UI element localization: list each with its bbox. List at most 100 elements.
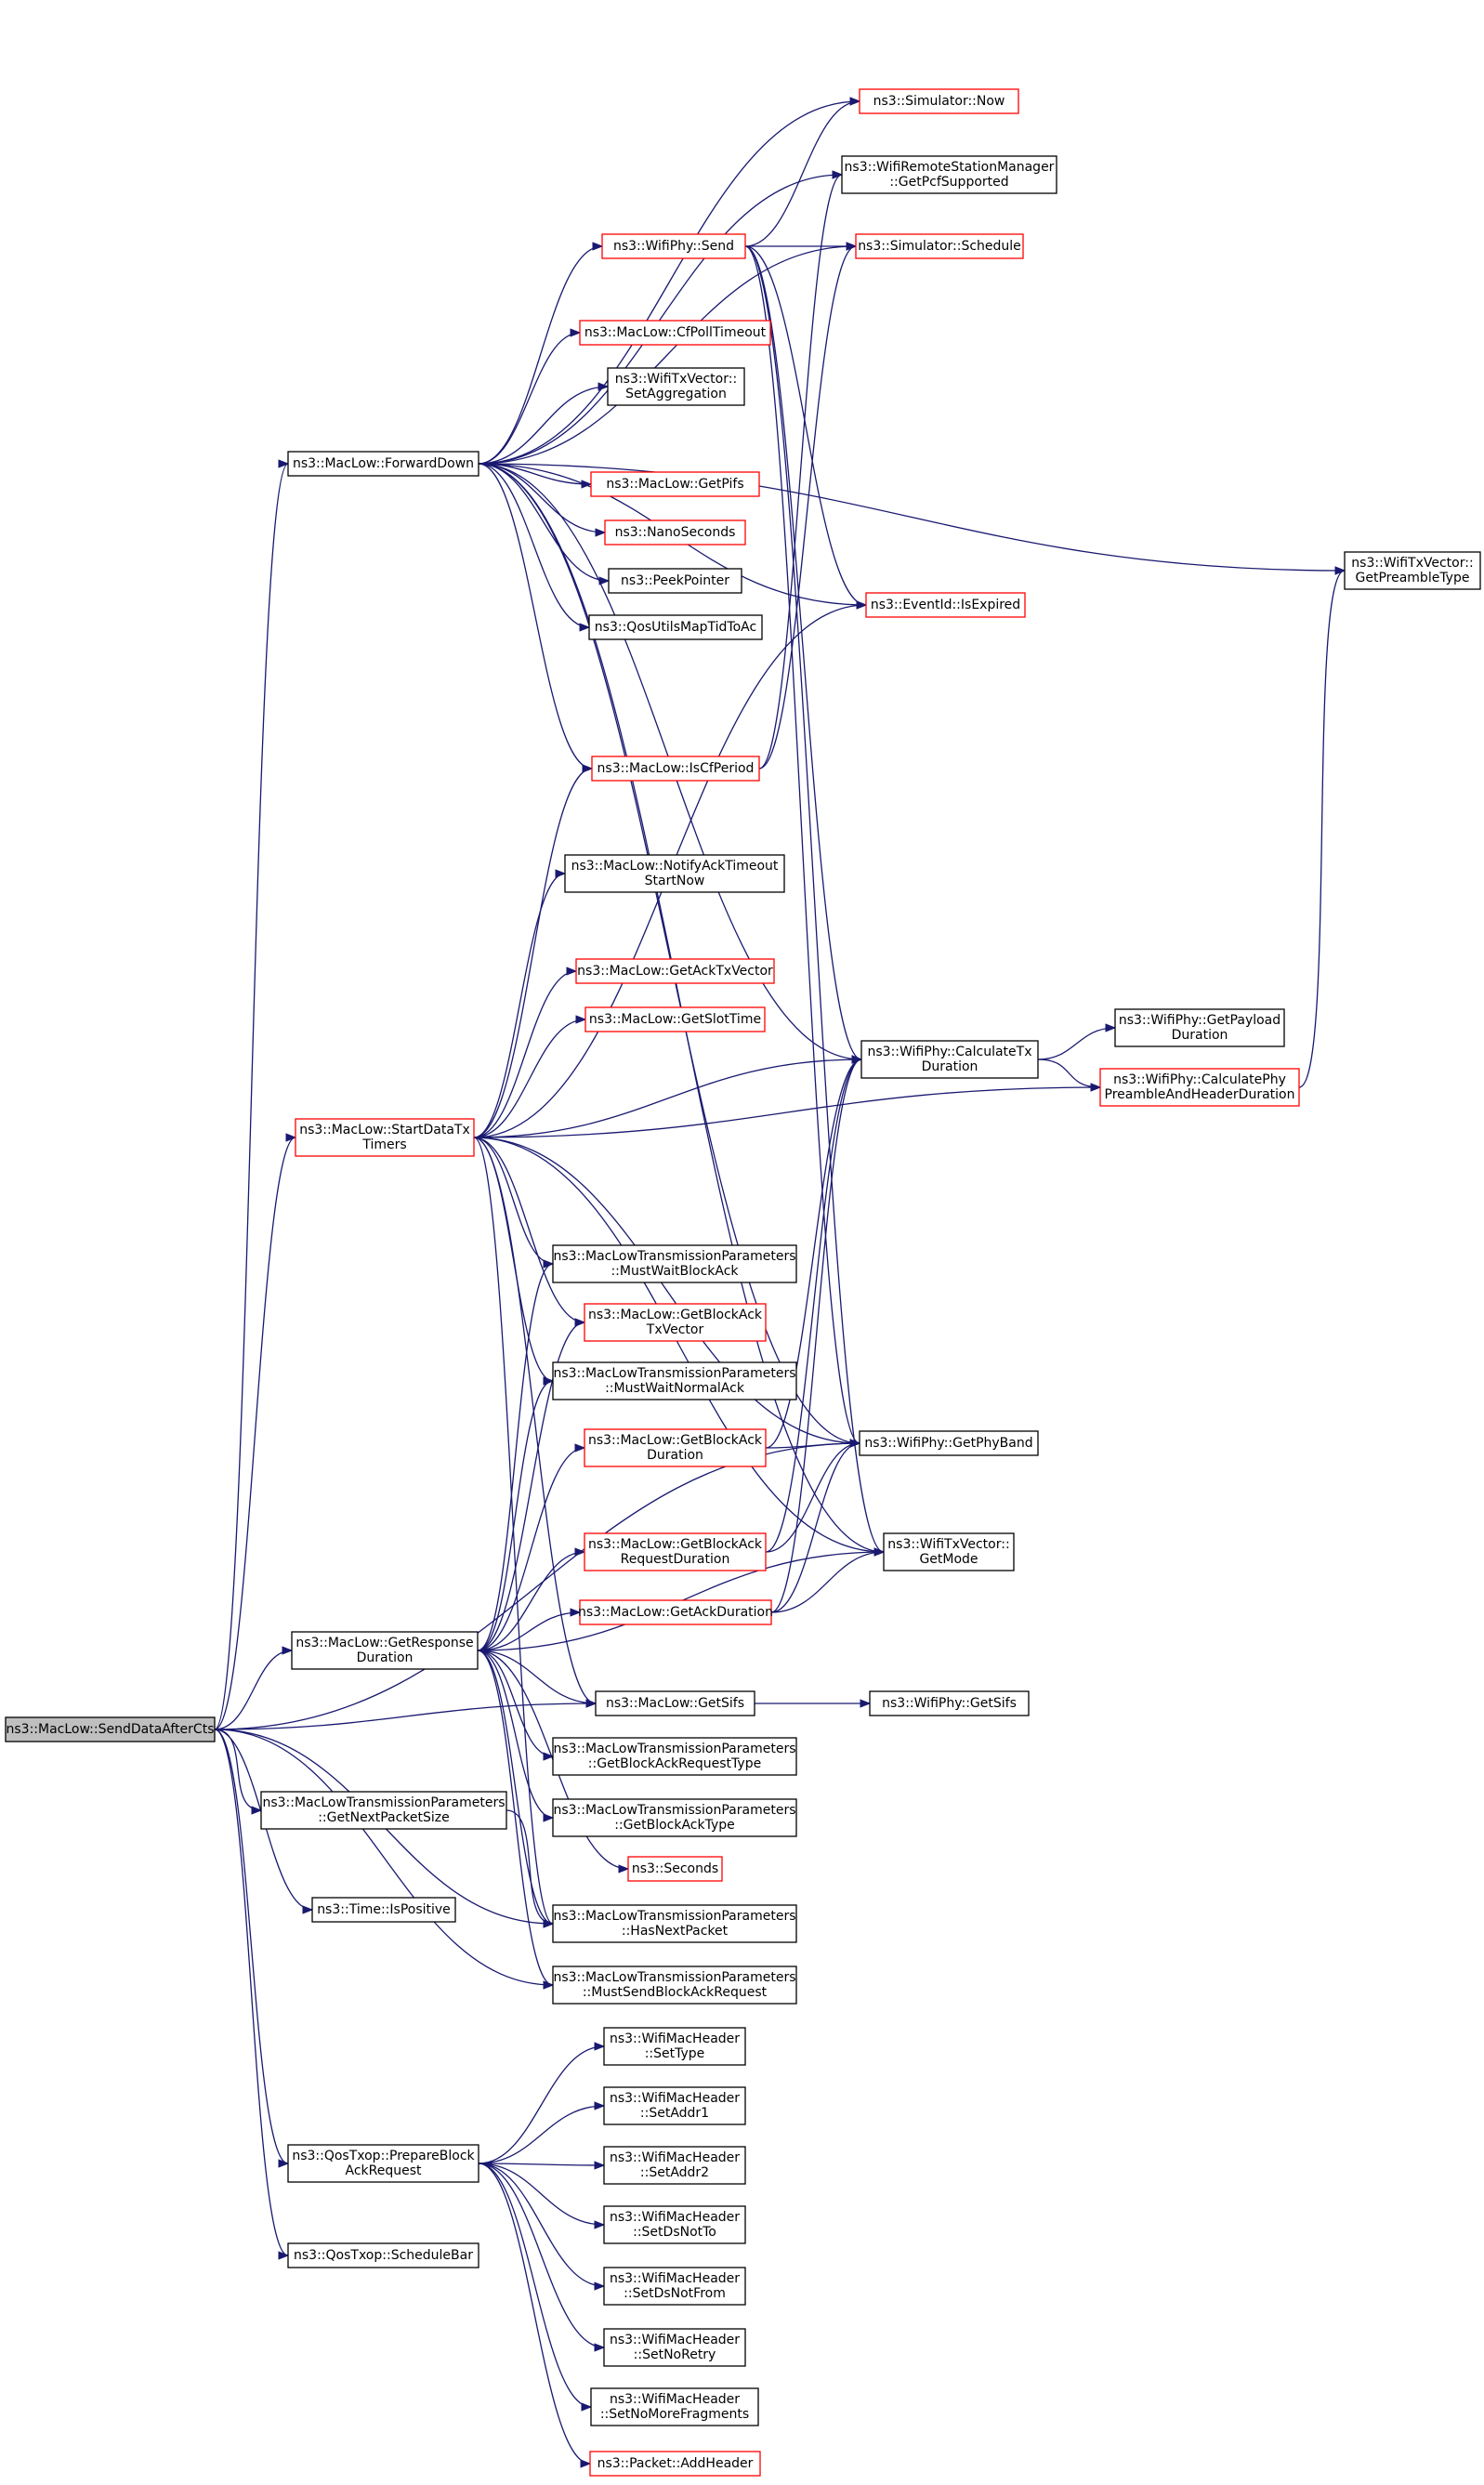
node-calcpre[interactable]: ns3::WifiPhy::CalculatePhyPreambleAndHea… xyxy=(1099,1068,1300,1107)
node-schedbar[interactable]: ns3::QosTxop::ScheduleBar xyxy=(287,2242,479,2268)
node-nano[interactable]: ns3::NanoSeconds xyxy=(604,519,746,546)
node-isexpired[interactable]: ns3::EventId::IsExpired xyxy=(865,592,1026,618)
node-setnoretry[interactable]: ns3::WifiMacHeader::SetNoRetry xyxy=(603,2328,746,2367)
node-label-getbareqdur-0: ns3::MacLow::GetBlockAck xyxy=(588,1537,763,1552)
node-label-qosmap-0: ns3::QosUtilsMapTidToAc xyxy=(595,620,756,635)
node-mustsendbar[interactable]: ns3::MacLowTransmissionParameters::MustS… xyxy=(552,1966,797,2005)
node-label-nextpkt-0: ns3::MacLowTransmissionParameters xyxy=(262,1795,505,1810)
node-label-hasnext-0: ns3::MacLowTransmissionParameters xyxy=(553,1909,795,1924)
node-now[interactable]: ns3::Simulator::Now xyxy=(859,88,1019,114)
node-getsifs[interactable]: ns3::MacLow::GetSifs xyxy=(595,1690,755,1716)
node-label-mustwaitna-0: ns3::MacLowTransmissionParameters xyxy=(553,1366,795,1381)
edge-getresp-to-getbatx xyxy=(477,1318,586,1651)
node-peek[interactable]: ns3::PeekPointer xyxy=(608,568,742,594)
node-label-mustsendbar-1: ::MustSendBlockAckRequest xyxy=(583,1985,768,2000)
node-box-nano xyxy=(604,519,746,546)
node-getmode[interactable]: ns3::WifiTxVector::GetMode xyxy=(883,1532,1015,1571)
node-label-pcf-0: ns3::WifiRemoteStationManager xyxy=(845,160,1055,175)
node-label-getresp-0: ns3::MacLow::GetResponse xyxy=(295,1636,473,1650)
node-nextpkt[interactable]: ns3::MacLowTransmissionParameters::GetNe… xyxy=(260,1791,507,1830)
edge-prepbar-to-setaddr1 xyxy=(478,2101,606,2164)
node-phygetsifs[interactable]: ns3::WifiPhy::GetSifs xyxy=(869,1690,1030,1716)
node-box-getsifs xyxy=(595,1690,755,1716)
edge-root-to-schedbar xyxy=(214,1729,290,2260)
node-label-fwd-0: ns3::MacLow::ForwardDown xyxy=(293,456,474,471)
node-setaddr2[interactable]: ns3::WifiMacHeader::SetAddr2 xyxy=(603,2146,746,2185)
node-label-getbatx-0: ns3::MacLow::GetBlockAck xyxy=(588,1308,763,1322)
node-box-prepbar xyxy=(287,2144,479,2183)
node-label-addheader-0: ns3::Packet::AddHeader xyxy=(598,2456,754,2471)
node-box-qosmap xyxy=(588,614,763,640)
node-label-mustwaitba-1: ::MustWaitBlockAck xyxy=(611,1264,739,1279)
node-iscf[interactable]: ns3::MacLow::IsCfPeriod xyxy=(591,756,760,782)
node-getackdur[interactable]: ns3::MacLow::GetAckDuration xyxy=(578,1599,773,1625)
node-label-mustwaitna-1: ::MustWaitNormalAck xyxy=(605,1381,745,1396)
node-box-getackdur xyxy=(579,1599,772,1625)
edge-start-to-getphyband xyxy=(473,1137,861,1448)
edge-fwd-to-qosmap xyxy=(478,463,591,632)
node-getslot[interactable]: ns3::MacLow::GetSlotTime xyxy=(584,1006,766,1032)
node-seconds[interactable]: ns3::Seconds xyxy=(627,1856,723,1882)
node-label-notifyack-1: StartNow xyxy=(645,874,705,888)
node-settype[interactable]: ns3::WifiMacHeader::SetType xyxy=(603,2027,746,2066)
node-box-nextpkt xyxy=(260,1791,507,1830)
node-box-ispos xyxy=(311,1897,456,1923)
node-box-getpayload xyxy=(1114,1008,1285,1047)
node-label-phygetsifs-0: ns3::WifiPhy::GetSifs xyxy=(882,1696,1017,1711)
node-label-getbareqdur-1: RequestDuration xyxy=(621,1552,730,1567)
node-addheader[interactable]: ns3::Packet::AddHeader xyxy=(589,2451,761,2477)
node-schedule[interactable]: ns3::Simulator::Schedule xyxy=(855,233,1024,259)
node-setdsnotfrom[interactable]: ns3::WifiMacHeader::SetDsNotFrom xyxy=(603,2267,746,2306)
node-mustwaitna[interactable]: ns3::MacLowTransmissionParameters::MustW… xyxy=(552,1361,797,1400)
node-box-setnomore xyxy=(590,2387,759,2426)
node-root[interactable]: ns3::MacLow::SendDataAfterCts xyxy=(5,1716,216,1742)
node-mustwaitba[interactable]: ns3::MacLowTransmissionParameters::MustW… xyxy=(552,1244,797,1283)
node-label-root-0: ns3::MacLow::SendDataAfterCts xyxy=(7,1722,215,1737)
node-box-setaddr1 xyxy=(603,2086,746,2125)
node-getbatype[interactable]: ns3::MacLowTransmissionParameters::GetBl… xyxy=(552,1798,797,1837)
node-box-hasnext xyxy=(552,1904,797,1943)
edge-prepbar-to-setnomore xyxy=(478,2163,593,2412)
edge-fwd-to-iscf xyxy=(478,463,594,773)
node-label-getackdur-0: ns3::MacLow::GetAckDuration xyxy=(578,1605,773,1620)
edge-getresp-to-hasnext xyxy=(477,1650,555,1928)
node-setaddr1[interactable]: ns3::WifiMacHeader::SetAddr1 xyxy=(603,2086,746,2125)
node-getacktx[interactable]: ns3::MacLow::GetAckTxVector xyxy=(575,958,775,984)
edge-getackdur-to-calctx xyxy=(770,1055,863,1613)
node-box-getacktx xyxy=(575,958,775,984)
node-setagg[interactable]: ns3::WifiTxVector::SetAggregation xyxy=(607,367,745,406)
node-hasnext[interactable]: ns3::MacLowTransmissionParameters::HasNe… xyxy=(552,1904,797,1943)
node-label-getbadur-1: Duration xyxy=(647,1448,703,1463)
node-qosmap[interactable]: ns3::QosUtilsMapTidToAc xyxy=(588,614,763,640)
edge-prepbar-to-settype xyxy=(478,2042,606,2164)
node-getpretype[interactable]: ns3::WifiTxVector::GetPreambleType xyxy=(1344,551,1481,590)
node-label-setagg-1: SetAggregation xyxy=(625,387,727,401)
node-getbareqtype[interactable]: ns3::MacLowTransmissionParameters::GetBl… xyxy=(552,1737,797,1776)
node-label-setdsnotto-0: ns3::WifiMacHeader xyxy=(610,2210,740,2225)
node-label-isexpired-0: ns3::EventId::IsExpired xyxy=(871,598,1020,612)
edge-start-to-notifyack xyxy=(473,869,567,1138)
node-ispos[interactable]: ns3::Time::IsPositive xyxy=(311,1897,456,1923)
node-send[interactable]: ns3::WifiPhy::Send xyxy=(601,233,746,259)
node-fwd[interactable]: ns3::MacLow::ForwardDown xyxy=(287,451,479,477)
node-label-setaddr2-0: ns3::WifiMacHeader xyxy=(610,2150,740,2165)
node-getpifs[interactable]: ns3::MacLow::GetPifs xyxy=(590,471,760,497)
node-pcf[interactable]: ns3::WifiRemoteStationManager::GetPcfSup… xyxy=(841,155,1057,194)
node-setdsnotto[interactable]: ns3::WifiMacHeader::SetDsNotTo xyxy=(603,2205,746,2244)
node-setnomore[interactable]: ns3::WifiMacHeader::SetNoMoreFragments xyxy=(590,2387,759,2426)
edge-nextpkt-to-hasnext xyxy=(506,1809,555,1928)
node-getphyband[interactable]: ns3::WifiPhy::GetPhyBand xyxy=(859,1430,1039,1456)
node-cfpoll[interactable]: ns3::MacLow::CfPollTimeout xyxy=(579,320,771,346)
edge-getresp-to-mustwaitna xyxy=(477,1376,555,1651)
edge-root-to-prepbar xyxy=(214,1729,290,2168)
node-label-setaddr1-1: ::SetAddr1 xyxy=(640,2106,709,2121)
